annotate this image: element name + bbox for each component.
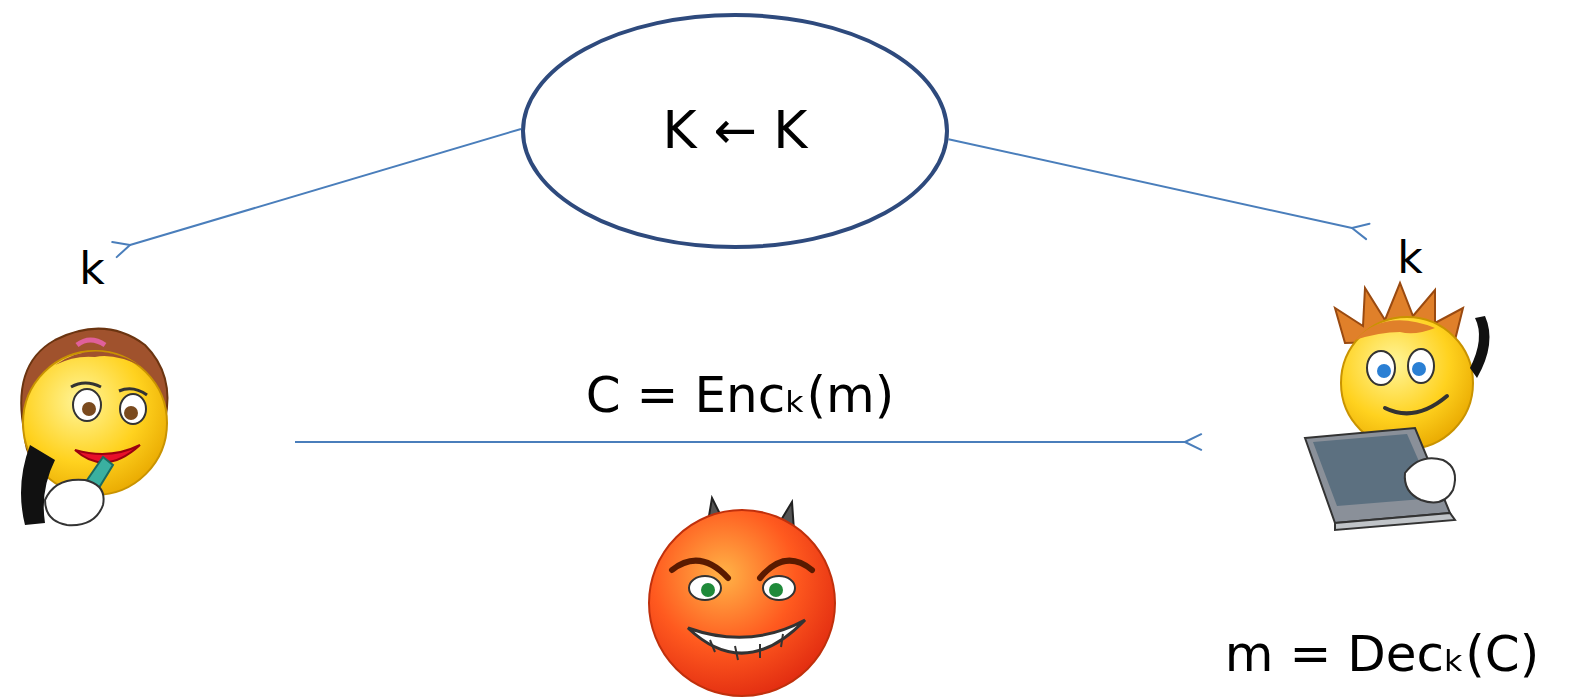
person-illustration: [15, 245, 295, 535]
key-generation-text: K ← K: [663, 101, 808, 161]
key-ellipse: K ← K: [520, 12, 950, 250]
arrow-connector: [295, 434, 1201, 450]
arrow-connector: [948, 139, 1369, 239]
party-figure: k: [15, 245, 295, 535]
devil-face: [649, 498, 835, 696]
key-label: k: [79, 244, 104, 295]
person-illustration: [1185, 228, 1525, 528]
ciphertext-label: C = Encₖ(m): [582, 367, 898, 425]
arrow-connector: [112, 129, 521, 257]
key-label: k: [1397, 233, 1422, 284]
party-figure: k: [1185, 228, 1525, 528]
decryption-formula: m = Decₖ(C): [1225, 626, 1539, 684]
